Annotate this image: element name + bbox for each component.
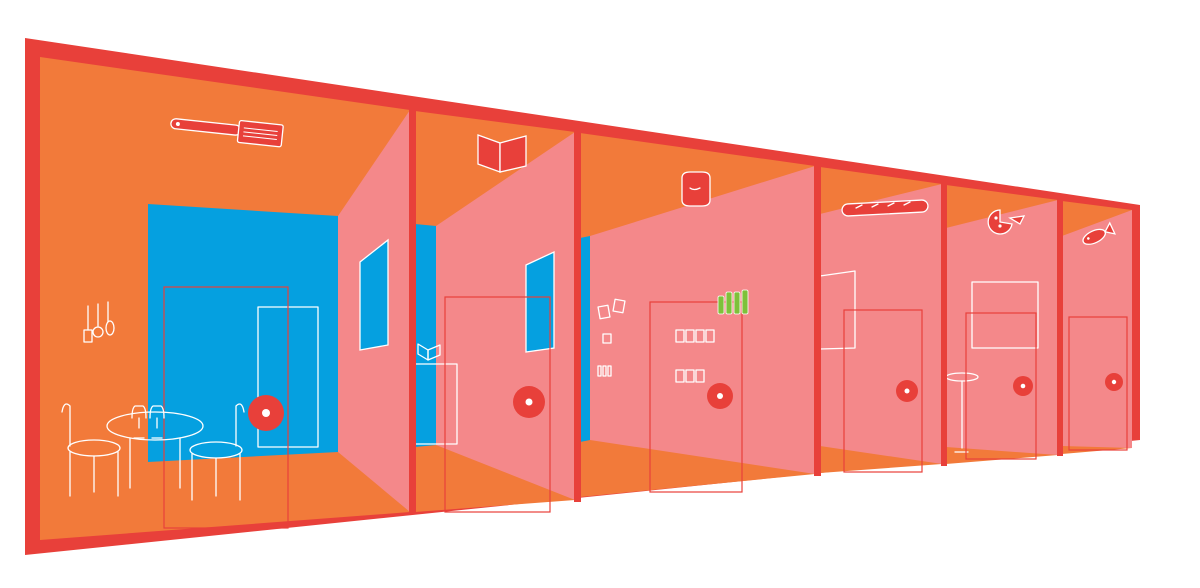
room-books [414, 132, 575, 513]
open-book-icon [477, 134, 527, 173]
book-stand-icon [417, 343, 441, 361]
books-window [525, 250, 555, 353]
pizza-glass-door [965, 312, 1037, 460]
utensils-icon [83, 301, 115, 343]
spatula-icon [170, 118, 284, 148]
books-glass-door [444, 296, 551, 513]
hotspot-books[interactable] [513, 386, 545, 418]
room-pizza [945, 200, 1058, 460]
hotspot-kitchen[interactable] [248, 395, 284, 431]
bakery-glass-door [843, 309, 923, 473]
hotspot-pizza[interactable] [1013, 376, 1033, 396]
kitchen-window [359, 238, 389, 351]
pizza-icon [987, 209, 1026, 235]
paper-bag-icon [681, 171, 711, 207]
books-back-wall [415, 224, 436, 447]
frame-dividers [409, 108, 1063, 514]
grocery-partition [590, 166, 815, 474]
hotspot-bakery[interactable] [896, 380, 918, 402]
grocery-glass-door [649, 301, 743, 493]
bottles-icon [717, 289, 749, 315]
pizza-window [971, 281, 1039, 349]
fish-glass-door [1068, 316, 1128, 451]
pizza-partition [946, 200, 1058, 455]
hotspot-fish[interactable] [1105, 373, 1123, 391]
grocery-back-wall [580, 236, 590, 442]
shelf-items-icon [597, 298, 715, 383]
bakery-partition [820, 184, 942, 464]
table-and-chairs [61, 403, 245, 501]
room-kitchen [61, 110, 410, 529]
fish-icon [1082, 221, 1116, 245]
kitchen-back-wall [148, 204, 338, 462]
hotspot-grocery[interactable] [707, 383, 733, 409]
room-bakery [819, 184, 942, 473]
kitchen-glass-door [163, 286, 289, 529]
room-grocery [580, 166, 815, 493]
room-fish [1062, 210, 1132, 451]
baguette-icon [841, 199, 929, 217]
fish-partition [1062, 210, 1132, 448]
